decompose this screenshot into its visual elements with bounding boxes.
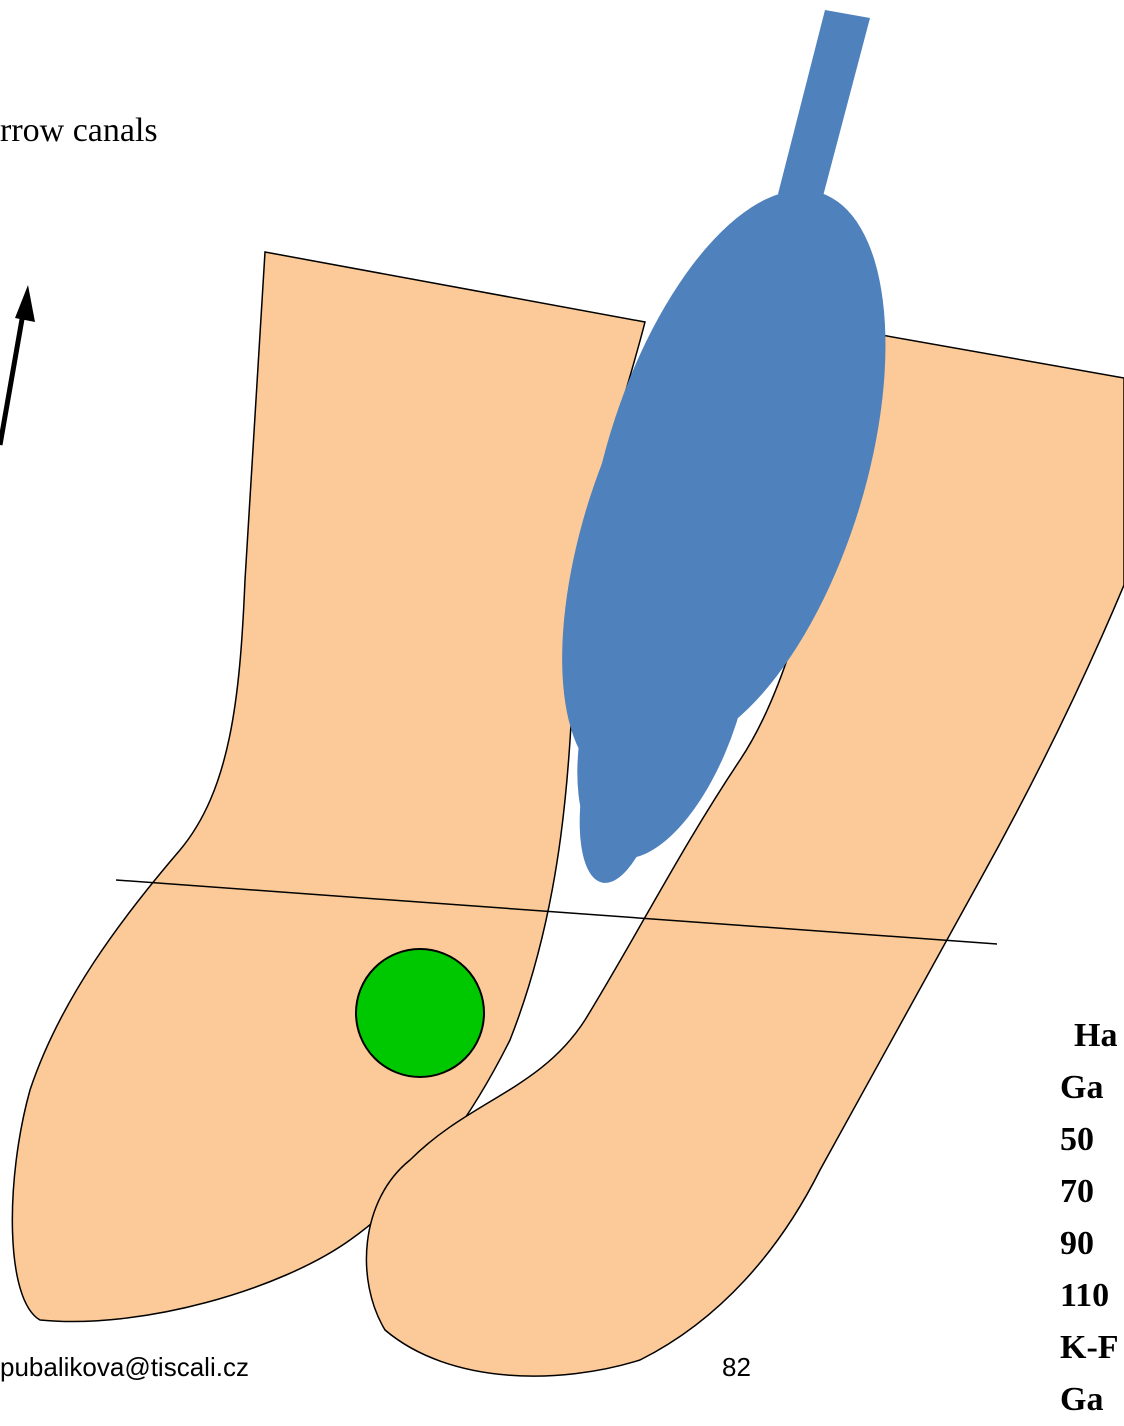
right-root bbox=[365, 324, 1124, 1377]
direction-arrow-head bbox=[15, 285, 35, 322]
instrument-handle bbox=[778, 10, 870, 200]
side-list-item: K-F bbox=[1060, 1329, 1119, 1366]
side-list-item: 50 bbox=[1060, 1121, 1094, 1158]
measurement-line bbox=[115, 879, 998, 945]
obturation-ball bbox=[355, 948, 485, 1078]
footer-email: pubalikova@tiscali.cz bbox=[0, 1352, 249, 1382]
side-list: Ha Ga 50 70 90 110 K-F Ga bbox=[1060, 1010, 1119, 1426]
root-canal-diagram bbox=[0, 10, 1124, 1377]
instrument-body bbox=[584, 190, 886, 750]
side-list-item: 70 bbox=[1060, 1173, 1094, 1210]
side-list-item: 90 bbox=[1060, 1225, 1094, 1262]
side-list-item: Ha bbox=[1074, 1017, 1118, 1054]
side-list-item: 110 bbox=[1060, 1277, 1110, 1314]
diagram-canvas bbox=[0, 10, 1124, 1377]
page-number: 82 bbox=[722, 1352, 751, 1382]
side-list-item: Ga bbox=[1060, 1069, 1104, 1106]
direction-arrow-shaft bbox=[0, 301, 28, 446]
heading-text: rrow canals bbox=[0, 112, 158, 149]
